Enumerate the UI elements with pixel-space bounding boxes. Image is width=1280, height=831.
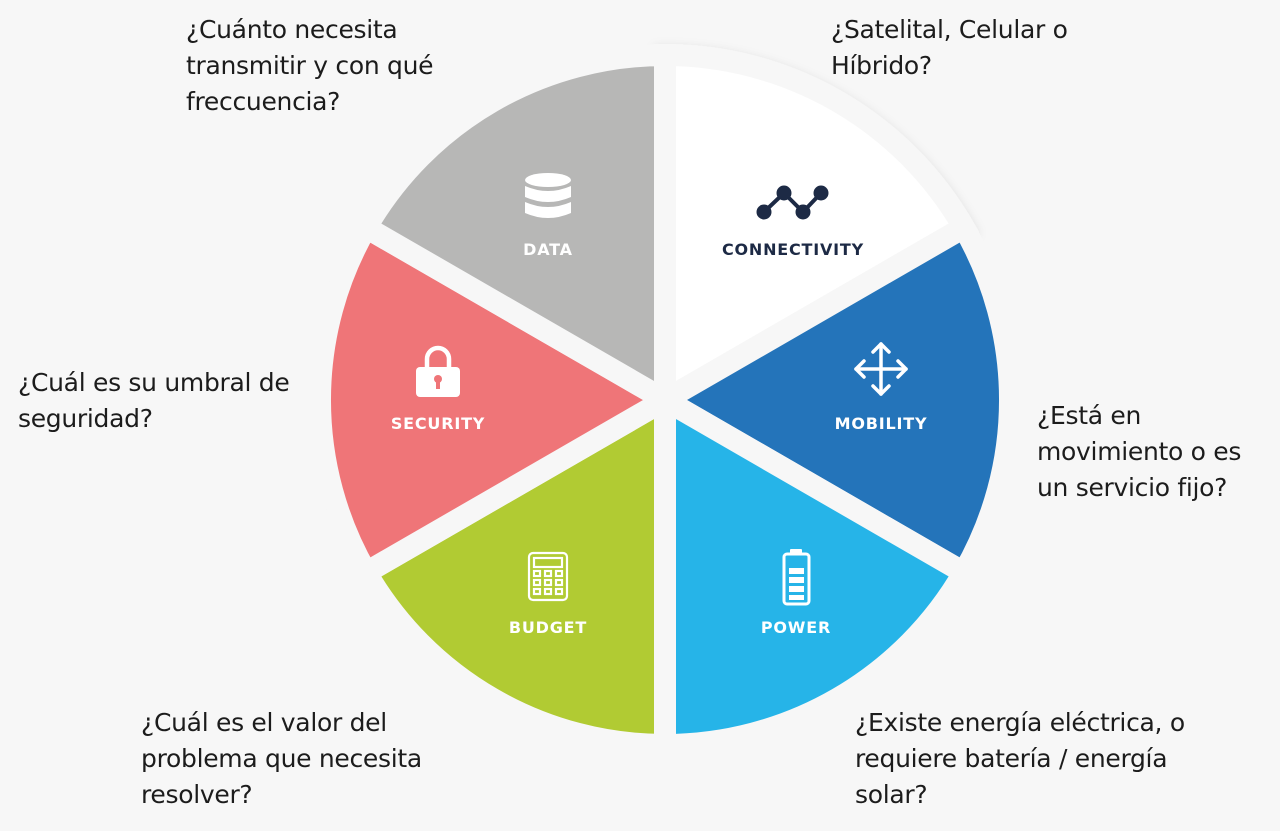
segment-budget: BUDGET: [351, 380, 676, 757]
segment-budget-wedge: [351, 380, 676, 757]
database-icon: [525, 173, 571, 218]
segment-data-wedge: [351, 43, 676, 420]
question-budget-line: problema que necesita: [141, 744, 422, 773]
question-mobility: ¿Está en movimiento o es un servicio fij…: [1037, 398, 1241, 506]
segment-label-data: DATA: [523, 240, 573, 259]
question-data-line: ¿Cuánto necesita: [186, 15, 398, 44]
question-connectivity-line: ¿Satelital, Celular o: [831, 15, 1068, 44]
question-mobility-line: un servicio fijo?: [1037, 473, 1228, 502]
lock-icon: [416, 345, 460, 397]
question-security: ¿Cuál es su umbral de seguridad?: [18, 365, 290, 437]
question-power-line: solar?: [855, 780, 928, 809]
segment-label-power: POWER: [761, 618, 831, 637]
segment-security-wedge: [308, 212, 688, 588]
question-security-line: seguridad?: [18, 404, 153, 433]
question-power-line: ¿Existe energía eléctrica, o: [855, 708, 1185, 737]
question-connectivity: ¿Satelital, Celular o Híbrido?: [831, 12, 1068, 84]
question-budget-line: resolver?: [141, 780, 253, 809]
segment-label-budget: BUDGET: [509, 618, 587, 637]
question-mobility-line: ¿Está en: [1037, 401, 1141, 430]
question-data-line: freccuencia?: [186, 87, 341, 116]
calculator-icon: [527, 551, 569, 602]
question-connectivity-line: Híbrido?: [831, 51, 932, 80]
question-budget: ¿Cuál es el valor del problema que neces…: [141, 705, 422, 813]
segment-mobility-wedge: [642, 212, 1022, 588]
question-mobility-line: movimiento o es: [1037, 437, 1242, 466]
network-nodes-icon: [756, 185, 829, 220]
segment-security: SECURITY: [308, 212, 688, 588]
question-power-line: requiere batería / energía: [855, 744, 1168, 773]
segment-label-mobility: MOBILITY: [835, 414, 928, 433]
question-data: ¿Cuánto necesita transmitir y con qué fr…: [186, 12, 434, 120]
move-arrows-icon: [854, 342, 908, 396]
question-budget-line: ¿Cuál es el valor del: [141, 708, 387, 737]
segment-label-connectivity: CONNECTIVITY: [722, 240, 864, 259]
segment-power: POWER: [654, 380, 979, 757]
battery-icon: [782, 549, 811, 606]
segment-connectivity-wedge: [654, 43, 979, 420]
question-security-line: ¿Cuál es su umbral de: [18, 368, 290, 397]
question-power: ¿Existe energía eléctrica, o requiere ba…: [855, 705, 1185, 813]
segment-label-security: SECURITY: [391, 414, 485, 433]
question-data-line: transmitir y con qué: [186, 51, 434, 80]
segment-connectivity: CONNECTIVITY: [654, 43, 979, 420]
segment-data: DATA: [351, 43, 676, 420]
segment-power-wedge: [654, 380, 979, 757]
segment-mobility: MOBILITY: [642, 212, 1022, 588]
